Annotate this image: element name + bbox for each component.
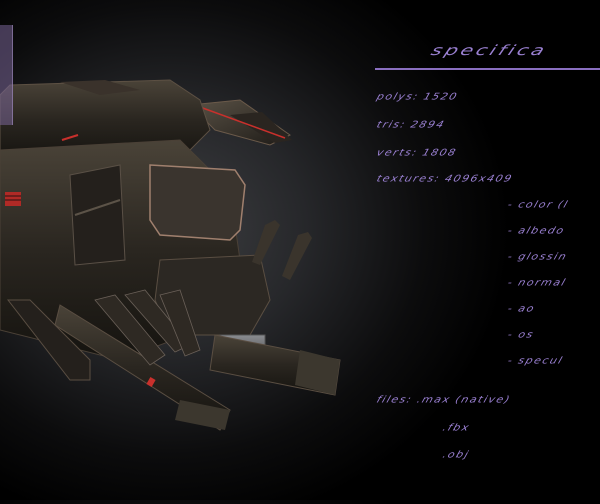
tris-stat: tris: 2894	[375, 118, 447, 131]
texture-map-ao: - ao	[506, 302, 537, 315]
texture-map-specular: - specul	[506, 354, 565, 367]
texture-map-normal: - normal	[506, 276, 568, 289]
texture-map-glossiness: - glossin	[506, 250, 570, 263]
file-format-obj: .obj	[441, 448, 472, 461]
texture-map-color: - color (l	[506, 198, 571, 211]
texture-map-albedo: - albedo	[506, 224, 567, 237]
title-divider	[375, 68, 600, 70]
texture-map-os: - os	[506, 328, 536, 341]
polys-stat: polys: 1520	[375, 90, 460, 103]
files-stat: files: .max (native)	[375, 393, 513, 406]
verts-stat: verts: 1808	[375, 146, 459, 159]
ship-render	[0, 25, 341, 431]
textures-stat: textures: 4096x409	[375, 172, 515, 185]
specifications-title: specifica	[428, 41, 551, 59]
file-format-fbx: .fbx	[441, 421, 472, 434]
selection-overlay	[0, 25, 13, 125]
spaceship-model-icon	[0, 79, 341, 431]
